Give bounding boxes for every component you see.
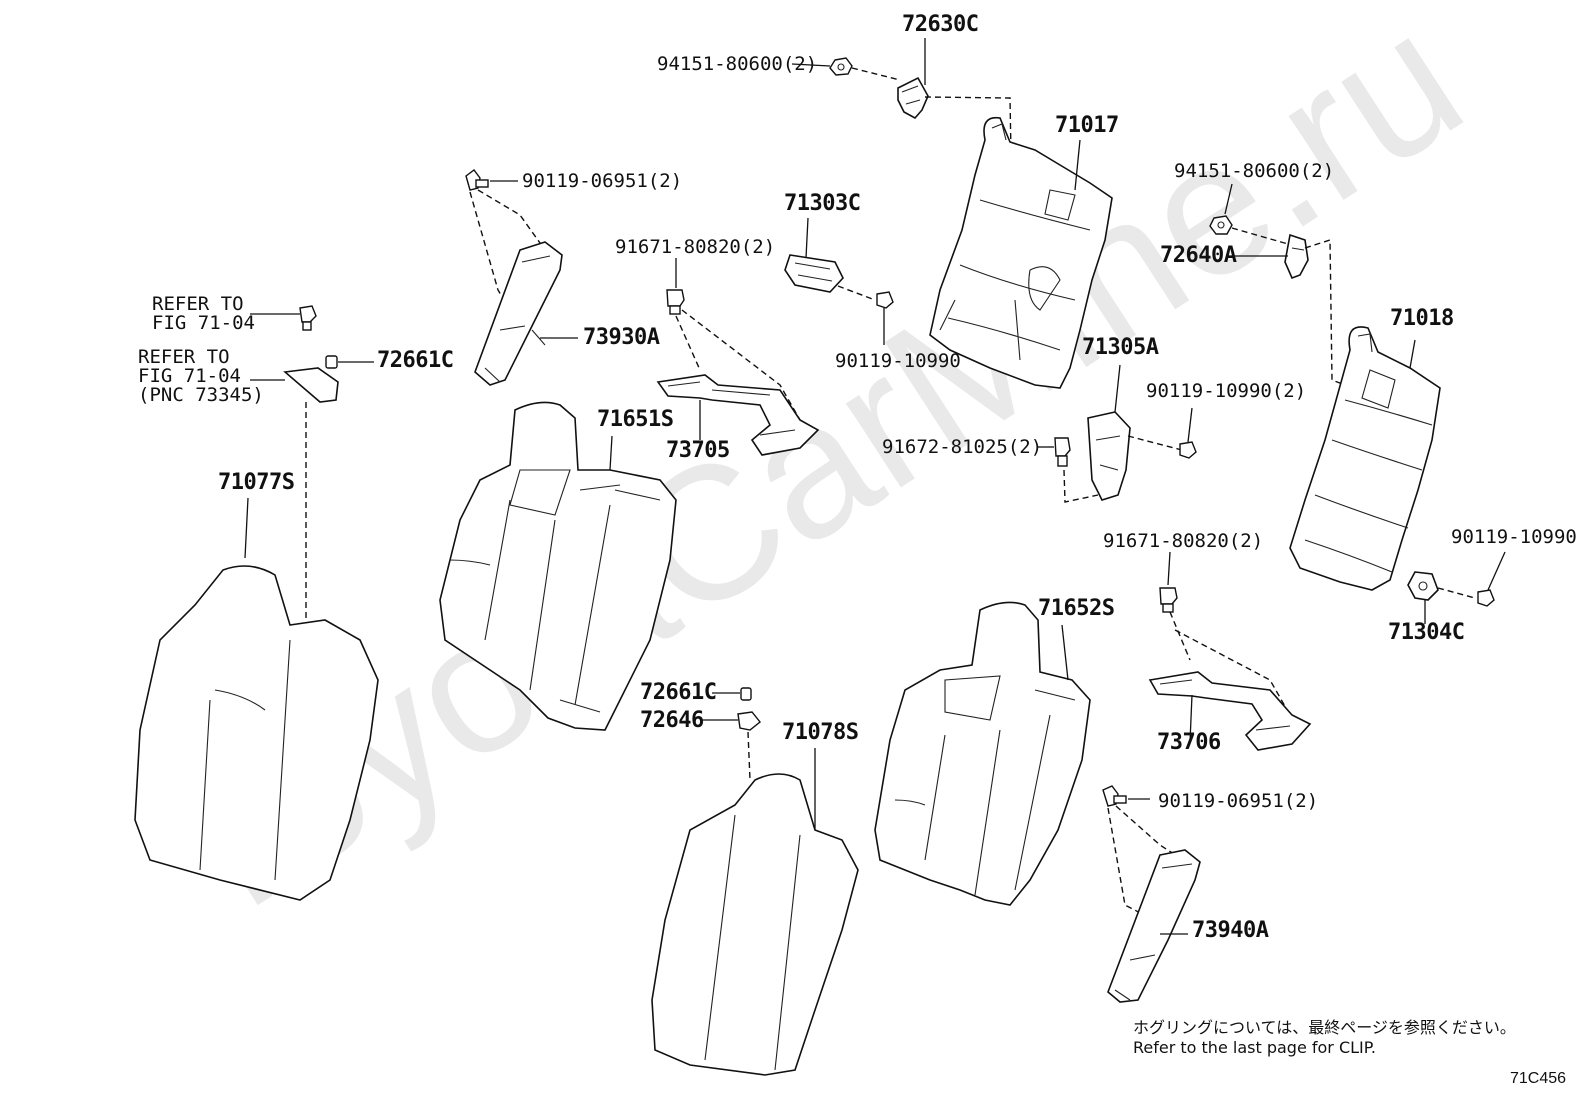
dash-73930A-a: [477, 189, 546, 251]
part-71652S-cover: [874, 601, 1091, 906]
part-73930A-airbag: [474, 241, 578, 386]
bolt-91671-a: [666, 258, 685, 315]
bolt-91672: [1038, 437, 1071, 467]
label-90119-06951-a: 90119-06951(2): [522, 170, 683, 192]
part-71078S-pad: [651, 748, 859, 1076]
part-71018-frame: [1289, 326, 1441, 591]
refer2-line1: REFER TO: [138, 346, 230, 368]
bolt-90119-10990-b: [1179, 407, 1197, 459]
note-english: Refer to the last page for CLIP.: [1133, 1038, 1376, 1057]
bolt-90119-06951-a: [465, 169, 518, 191]
part-73706-cover: [1148, 671, 1312, 751]
bolt-90119-10990-a: [876, 291, 894, 345]
bolt-90119-06951-b: [1102, 785, 1150, 807]
nut-94151-right: [1209, 183, 1233, 235]
label-94151-right: 94151-80600(2): [1174, 160, 1335, 182]
label-91671-b: 91671-80820(2): [1103, 530, 1264, 552]
part-71077S-pad: [134, 497, 379, 901]
label-91672: 91672-81025(2): [882, 436, 1043, 458]
label-71303C: 71303C: [784, 191, 861, 216]
clip-72661C-a: [325, 355, 374, 369]
label-90119-10990-c: 90119-10990: [1451, 526, 1577, 548]
part-71651S-cover: [439, 401, 677, 731]
dash-73705-a: [675, 315, 701, 371]
label-71018: 71018: [1390, 306, 1454, 331]
dash-72646: [747, 731, 751, 781]
bolt-refer: [250, 305, 317, 331]
dash-72630C: [924, 96, 1013, 211]
label-71078S: 71078S: [782, 720, 859, 745]
refer1-line2: FIG 71-04: [152, 312, 255, 334]
label-73930A: 73930A: [583, 325, 660, 350]
label-71017: 71017: [1055, 113, 1119, 138]
label-71652S: 71652S: [1038, 596, 1115, 621]
label-72630C: 72630C: [902, 12, 979, 37]
label-90119-10990-a: 90119-10990: [835, 350, 961, 372]
part-73705-cover: [656, 374, 820, 456]
part-73345-cover: [250, 367, 339, 403]
refer1-line1: REFER TO: [152, 293, 244, 315]
label-72640A: 72640A: [1160, 243, 1237, 268]
label-90119-06951-b: 90119-06951(2): [1158, 790, 1319, 812]
part-72646-guide: [700, 711, 761, 731]
part-72640A-bracket: [1235, 233, 1309, 280]
bolt-91671-b: [1159, 551, 1178, 613]
label-71305A: 71305A: [1082, 335, 1159, 360]
part-73940A-airbag: [1107, 849, 1201, 1003]
label-73940A: 73940A: [1192, 918, 1269, 943]
dash-71303C: [837, 285, 876, 301]
label-91671-a: 91671-80820(2): [615, 236, 776, 258]
label-73706: 73706: [1157, 730, 1221, 755]
label-72646: 72646: [640, 708, 704, 733]
label-71077S: 71077S: [218, 470, 295, 495]
figure-code: 71C456: [1510, 1070, 1567, 1087]
refer2-line3: (PNC 73345): [138, 384, 264, 406]
refer2-line2: FIG 71-04: [138, 365, 241, 387]
nut-94151-top: [791, 57, 901, 81]
dash-73940A-b: [1107, 807, 1151, 919]
dash-73705-b: [681, 309, 801, 421]
label-72661C-a: 72661C: [377, 348, 454, 373]
label-94151-top: 94151-80600(2): [657, 53, 818, 75]
part-71303C-bracket: [784, 217, 844, 293]
dash-72640A-b: [1304, 239, 1346, 386]
dash-71304C: [1437, 587, 1476, 599]
clip-72661C-b: [712, 687, 752, 701]
label-71651S: 71651S: [597, 407, 674, 432]
dash-72640A-a: [1231, 227, 1289, 245]
dash-91672: [1063, 469, 1099, 503]
dash-73940A-a: [1115, 805, 1181, 859]
part-71305A-bracket: [1087, 364, 1131, 501]
dash-73706-a: [1169, 611, 1191, 661]
label-90119-10990-b: 90119-10990(2): [1146, 380, 1307, 402]
label-73705: 73705: [666, 438, 730, 463]
part-71017-frame: [929, 116, 1113, 389]
dash-73706-b: [1174, 629, 1291, 716]
part-72630C-bracket: [897, 38, 929, 120]
label-72661C-b: 72661C: [640, 680, 717, 705]
dash-71305A: [1127, 435, 1183, 451]
bolt-90119-10990-c: [1477, 551, 1506, 607]
label-71304C: 71304C: [1388, 620, 1465, 645]
part-71304C-bracket: [1407, 571, 1439, 624]
note-japanese: ホグリングについては、最終ページを参照ください。: [1133, 1018, 1516, 1037]
